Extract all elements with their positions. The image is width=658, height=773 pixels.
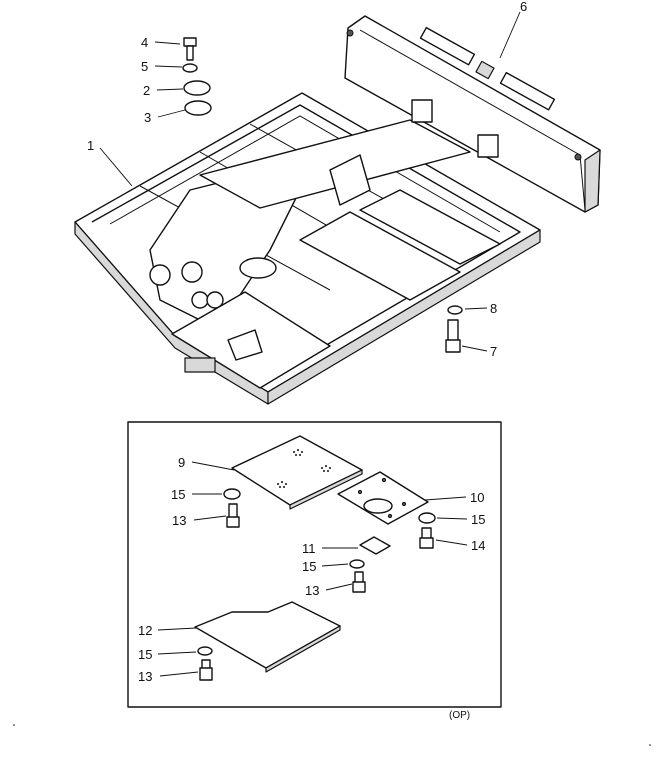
bolt-13c <box>199 659 213 681</box>
cover-plate-11 <box>359 536 391 555</box>
callout-13-c: 13 <box>138 669 152 684</box>
shim-2 <box>183 80 211 96</box>
stray-mark <box>13 724 15 726</box>
washer-15b <box>418 512 436 524</box>
callout-9: 9 <box>178 455 185 470</box>
shim-3 <box>184 100 212 116</box>
washer-15a <box>223 488 241 500</box>
bolt-13a <box>226 503 240 528</box>
diagram-code: (OP) <box>449 710 470 721</box>
bolt-7 <box>445 319 461 353</box>
callout-2: 2 <box>143 83 150 98</box>
floor-plate-9 <box>231 435 363 510</box>
callout-3: 3 <box>144 110 151 125</box>
callout-7: 7 <box>490 344 497 359</box>
callout-11: 11 <box>302 541 316 556</box>
stray-mark <box>649 744 651 746</box>
callout-15-d: 15 <box>138 647 152 662</box>
callout-6: 6 <box>520 0 527 14</box>
inset-frame <box>127 421 502 708</box>
washer-8 <box>447 305 463 315</box>
washer-15d <box>197 646 213 656</box>
callout-14: 14 <box>471 538 485 553</box>
callout-12: 12 <box>138 623 152 638</box>
callout-13-a: 13 <box>172 513 186 528</box>
washer-5 <box>182 63 198 73</box>
callout-1: 1 <box>87 138 94 153</box>
floor-plate-10 <box>337 471 429 525</box>
bolt-13b <box>352 571 366 593</box>
callout-10: 10 <box>470 490 484 505</box>
revolving-frame <box>74 92 541 405</box>
bolt-4 <box>183 37 197 61</box>
bolt-14 <box>419 527 434 549</box>
callout-15-a: 15 <box>171 487 185 502</box>
callout-15-c: 15 <box>302 559 316 574</box>
callout-13-b: 13 <box>305 583 319 598</box>
callout-15-b: 15 <box>471 512 485 527</box>
counterweight <box>344 15 601 213</box>
washer-15c <box>349 559 365 569</box>
callout-4: 4 <box>141 35 148 50</box>
floor-plate-12 <box>194 601 341 673</box>
callout-5: 5 <box>141 59 148 74</box>
callout-8: 8 <box>490 301 497 316</box>
